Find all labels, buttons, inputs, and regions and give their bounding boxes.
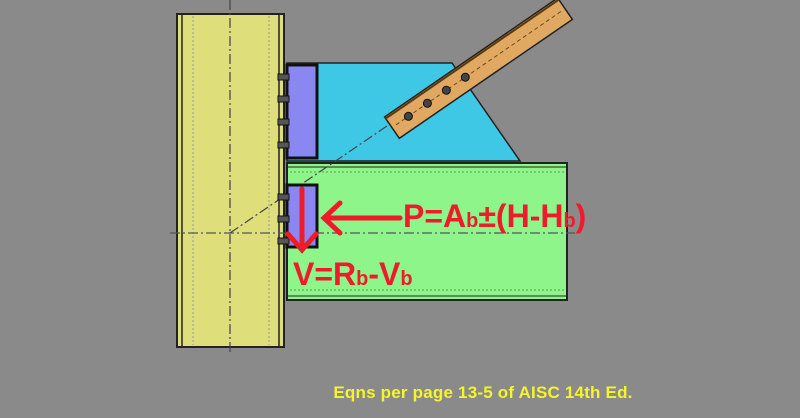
shear-force-arrow bbox=[285, 186, 319, 254]
eq-subscript: b bbox=[356, 268, 369, 290]
eq-text: -V bbox=[368, 256, 401, 292]
axial-force-equation: P=Ab±(H-Hb) bbox=[403, 200, 586, 232]
eq-text: ±(H-H bbox=[478, 198, 564, 234]
bolts bbox=[277, 73, 290, 245]
column bbox=[176, 0, 285, 355]
shear-force-equation: V=Rb-Vb bbox=[293, 258, 413, 290]
eq-subscript: b bbox=[466, 210, 479, 232]
brace bbox=[383, 0, 574, 140]
caption: Eqns per page 13-5 of AISC 14th Ed. bbox=[333, 383, 633, 402]
eq-text: ) bbox=[575, 198, 587, 234]
eq-subscript: b bbox=[563, 210, 576, 232]
axial-force-arrow bbox=[320, 200, 403, 236]
eq-subscript: b bbox=[400, 268, 413, 290]
upper-clip-angle bbox=[285, 63, 319, 160]
eq-text: P=A bbox=[403, 198, 467, 234]
eq-text: V=R bbox=[293, 256, 357, 292]
